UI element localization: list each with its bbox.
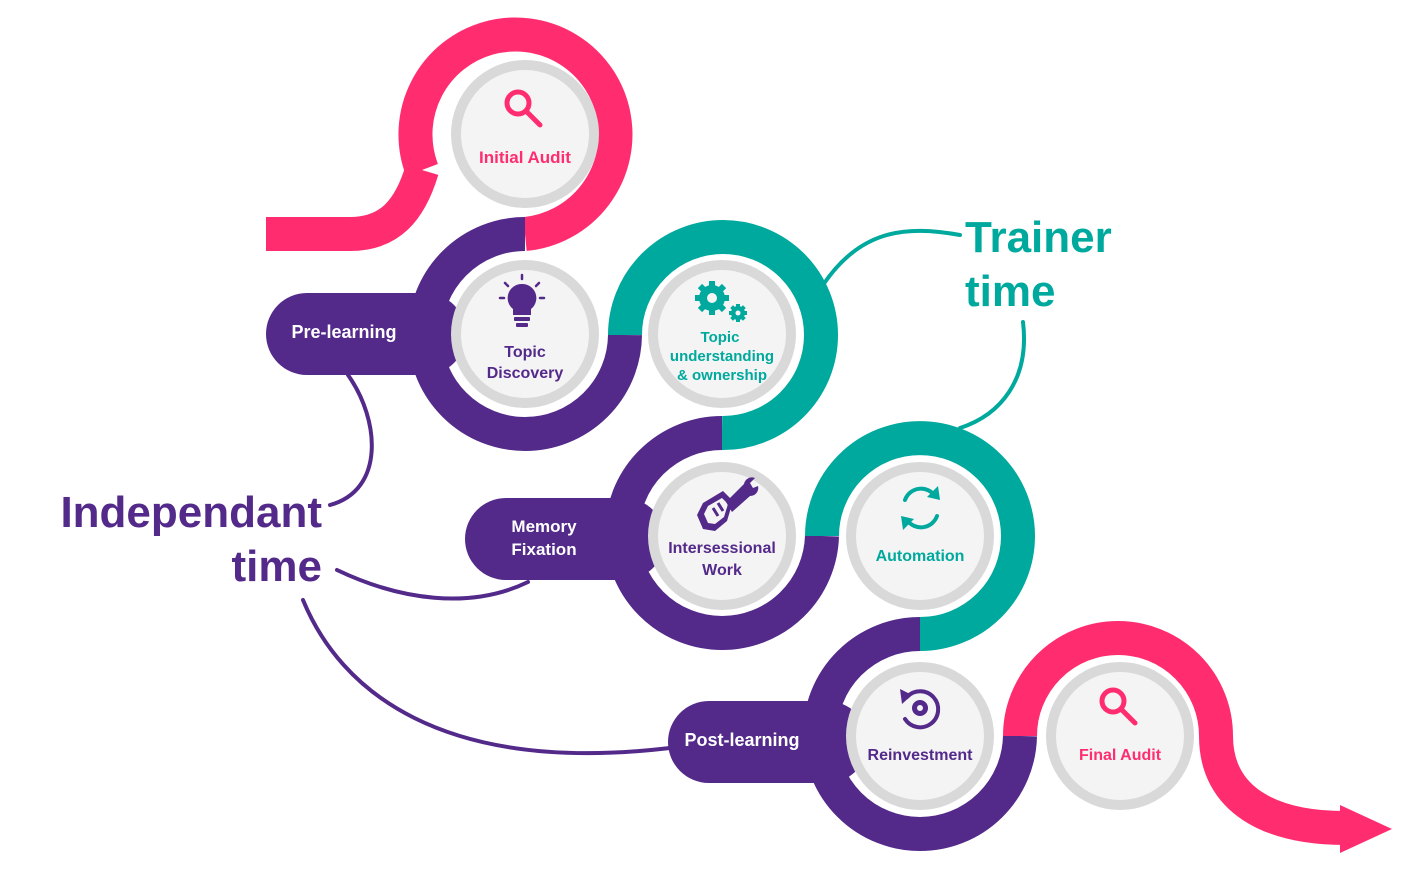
initial-audit-node xyxy=(451,60,599,208)
memory-fixation-pill xyxy=(465,498,665,580)
automation-node xyxy=(846,462,994,610)
trainer-connector-top xyxy=(821,228,962,287)
topic-understanding-label-line3: & ownership xyxy=(677,367,767,384)
reinvestment-label: Reinvestment xyxy=(868,747,974,764)
reinvest-icon xyxy=(900,689,941,730)
pre-learning-label: Pre-learning xyxy=(291,322,396,342)
ribbon-initial-audit-loop xyxy=(398,17,633,251)
ribbon-topic-discovery-loop xyxy=(408,217,642,452)
trainer-time-label-line1: Trainer xyxy=(965,213,1112,262)
independant-time-label-line2: time xyxy=(232,542,322,591)
ribbon-start xyxy=(266,164,439,251)
independant-connector-postlearning xyxy=(301,598,672,756)
topic-discovery-label-line2: Discovery xyxy=(487,365,564,382)
topic-understanding-label-line2: understanding xyxy=(670,348,774,365)
memory-fixation-label-line1: Memory xyxy=(511,517,577,536)
final-audit-magnifier-icon xyxy=(1099,687,1138,726)
independant-time-label-line1: Independant xyxy=(60,488,322,537)
trainer-connector-bottom xyxy=(958,320,1026,430)
ribbon-topic-understanding-loop xyxy=(608,220,839,451)
initial-audit-label: Initial Audit xyxy=(479,148,571,167)
final-audit-node xyxy=(1046,662,1194,810)
final-audit-label: Final Audit xyxy=(1079,747,1162,764)
topic-understanding-label-line1: Topic xyxy=(701,329,740,346)
end-arrow-icon xyxy=(1340,805,1392,853)
intersessional-work-label-line1: Intersessional xyxy=(668,540,776,557)
intersessional-work-node xyxy=(648,462,796,610)
intersessional-work-label-line2: Work xyxy=(702,562,742,579)
reinvestment-node xyxy=(846,662,994,810)
topic-understanding-node xyxy=(648,260,796,408)
lightbulb-icon xyxy=(498,273,546,327)
ribbon-reinvestment-loop xyxy=(803,617,1037,852)
post-learning-label: Post-learning xyxy=(684,730,799,750)
topic-discovery-label-line1: Topic xyxy=(504,344,546,361)
topic-discovery-node xyxy=(451,260,599,408)
automation-label: Automation xyxy=(876,548,965,565)
independant-connector-memory xyxy=(335,568,530,601)
refresh-icon xyxy=(901,486,940,530)
initial-audit-magnifier-icon xyxy=(504,89,543,128)
post-learning-pill xyxy=(668,701,868,783)
ribbon-automation-loop xyxy=(805,421,1036,651)
memory-fixation-label-line2: Fixation xyxy=(511,540,576,559)
trainer-time-label-line2: time xyxy=(965,267,1055,316)
ribbon-intersessional-loop xyxy=(605,416,839,651)
independant-connector-prelearning xyxy=(328,373,374,507)
wrench-hand-icon xyxy=(697,477,759,531)
ribbon-final-audit-loop xyxy=(1003,621,1346,845)
gears-icon xyxy=(695,281,747,322)
pre-learning-pill xyxy=(266,293,466,375)
